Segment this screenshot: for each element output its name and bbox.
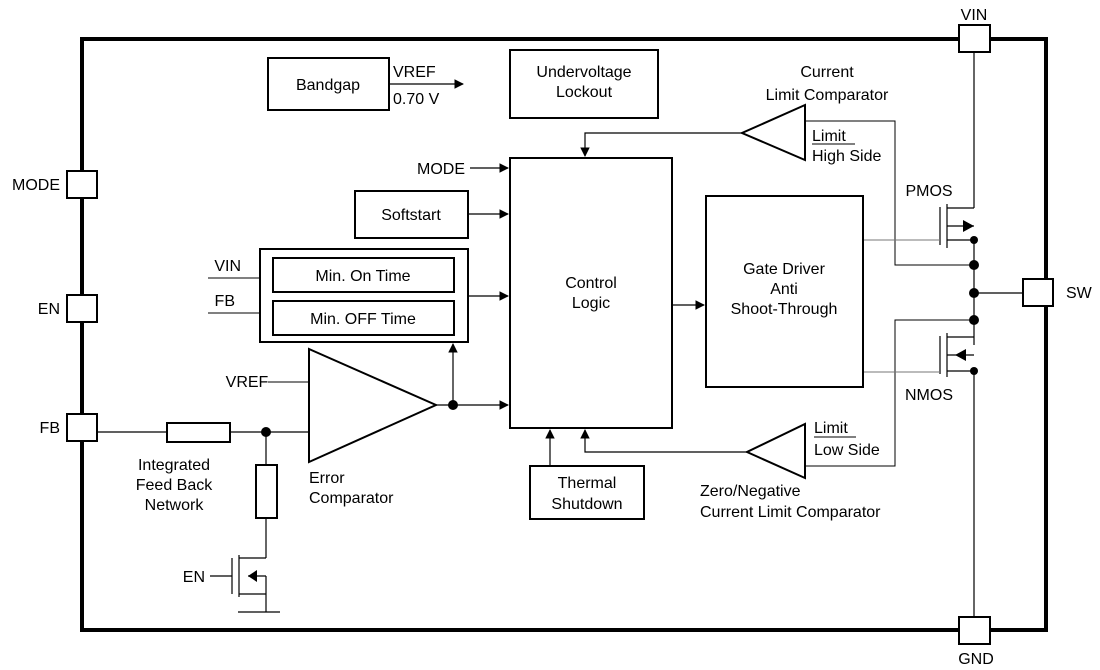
pin-gnd: GND xyxy=(958,616,994,668)
pin-en-label: EN xyxy=(38,301,60,318)
chip-outline xyxy=(80,37,1048,632)
pin-vin: VIN xyxy=(958,7,991,53)
vref-value-label: 0.70 V xyxy=(393,91,440,108)
bandgap-block: Bandgap xyxy=(267,57,390,111)
error-comparator-symbol xyxy=(308,347,439,464)
feedback-resistor-shunt xyxy=(255,464,278,519)
nmos-transistor xyxy=(939,333,974,377)
min-on-time-label: Min. On Time xyxy=(315,268,410,285)
pin-gnd-label: GND xyxy=(958,651,994,668)
pin-vin-label: VIN xyxy=(961,7,988,24)
undervoltage-lockout-block: Undervoltage Lockout xyxy=(509,49,659,119)
limit-low-label-2: Low Side xyxy=(814,442,880,459)
pin-fb-label: FB xyxy=(40,420,60,437)
low-side-sense-wire xyxy=(805,319,974,467)
sense-low-junction xyxy=(969,315,979,325)
softstart-block: Softstart xyxy=(354,190,469,239)
mode-input-label: MODE xyxy=(417,161,465,178)
feedback-label-1: Integrated xyxy=(138,457,210,474)
thermal-shutdown-block: Thermal Shutdown xyxy=(529,465,645,520)
pin-en: EN xyxy=(38,294,98,323)
sense-high-junction xyxy=(969,260,979,270)
current-limit-label-1: Current xyxy=(800,64,854,81)
feedback-resistor-series xyxy=(166,422,231,443)
gate-driver-block: Gate Driver Anti Shoot-Through xyxy=(705,195,864,388)
feedback-label-3: Network xyxy=(145,497,205,514)
low-side-comparator-symbol xyxy=(744,422,806,480)
feedback-label-2: Feed Back xyxy=(136,477,213,494)
min-off-time-label: Min. OFF Time xyxy=(310,311,416,328)
en-gate-label: EN xyxy=(183,569,205,586)
gate-driver-label-3: Shoot-Through xyxy=(731,301,838,318)
current-limit-label-2: Limit Comparator xyxy=(766,87,889,104)
high-side-sense-wire xyxy=(805,120,974,266)
limit-low-label-1: Limit xyxy=(814,420,848,437)
high-side-comparator-symbol xyxy=(739,103,806,162)
error-comparator-label-2: Comparator xyxy=(309,490,394,507)
thermal-label-1: Thermal xyxy=(558,475,617,492)
gate-driver-label-2: Anti xyxy=(770,281,798,298)
fb-input-label: FB xyxy=(215,293,235,310)
min-time-block: Min. On Time Min. OFF Time xyxy=(259,248,469,343)
low-side-to-control-arrow xyxy=(580,429,747,453)
pmos-label: PMOS xyxy=(905,183,952,200)
limit-high-label-2: High Side xyxy=(812,148,881,165)
zero-neg-label-1: Zero/Negative xyxy=(700,483,801,500)
vin-input-label: VIN xyxy=(214,258,241,275)
en-mosfet xyxy=(210,555,280,613)
pin-sw-label: SW xyxy=(1066,285,1093,302)
uvlo-label-1: Undervoltage xyxy=(536,64,631,81)
uvlo-label-2: Lockout xyxy=(556,84,613,101)
gate-driver-label-1: Gate Driver xyxy=(743,261,825,278)
pin-fb: FB xyxy=(40,413,98,442)
pin-sw: SW xyxy=(1022,278,1093,307)
thermal-label-2: Shutdown xyxy=(551,496,622,513)
softstart-label: Softstart xyxy=(381,207,441,224)
bandgap-label: Bandgap xyxy=(296,77,360,94)
pin-mode: MODE xyxy=(12,170,98,199)
zero-neg-label-2: Current Limit Comparator xyxy=(700,504,881,521)
pmos-transistor xyxy=(939,204,974,248)
vref-input-label: VREF xyxy=(226,374,269,391)
vref-output-label: VREF xyxy=(393,64,436,81)
error-comparator-label-1: Error xyxy=(309,470,345,487)
high-side-to-control-arrow xyxy=(580,132,742,157)
control-logic-label-2: Logic xyxy=(572,295,610,312)
control-logic-label-1: Control xyxy=(565,275,617,292)
nmos-label: NMOS xyxy=(905,387,953,404)
limit-high-label-1: Limit xyxy=(812,128,846,145)
pin-mode-label: MODE xyxy=(12,177,60,194)
control-logic-block: Control Logic xyxy=(509,157,673,429)
